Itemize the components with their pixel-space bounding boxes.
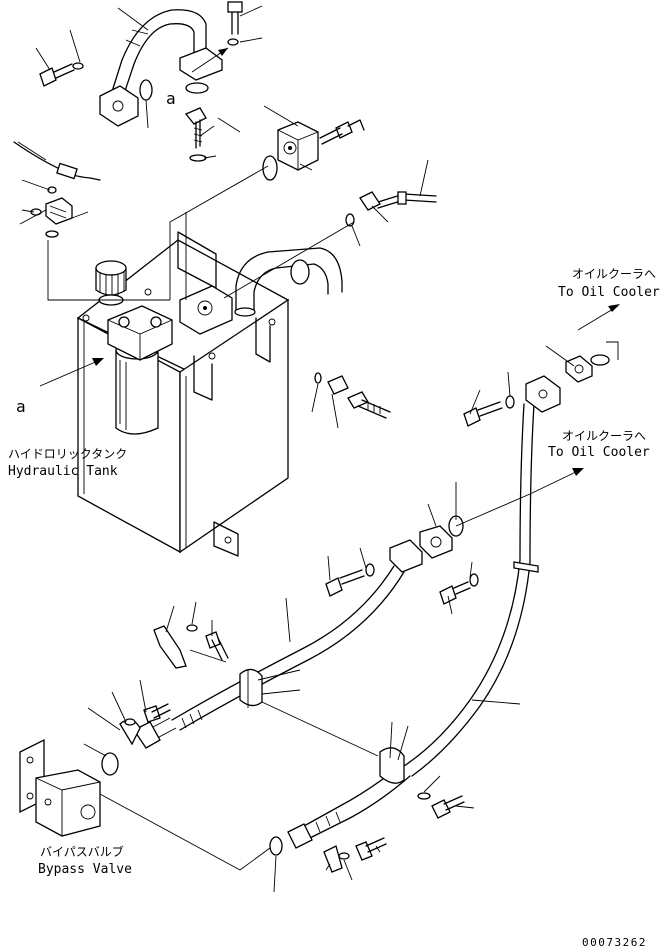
arrow-top-a bbox=[191, 47, 229, 73]
o-ring-top-a bbox=[185, 82, 209, 94]
o-ring-top-pipe bbox=[139, 79, 153, 101]
o-ring-bypass-bottom bbox=[269, 836, 283, 856]
bypass-return-hose bbox=[287, 747, 411, 849]
oil-cooler-mid-label-jp: オイルクーラへ bbox=[562, 429, 646, 443]
level-sensor-wire bbox=[13, 141, 101, 238]
oil-cooler-top-label-en: To Oil Cooler bbox=[558, 285, 660, 300]
bypass-valve-label-jp: バイパスバルブ bbox=[40, 844, 124, 859]
leader-lines bbox=[17, 5, 619, 893]
reference-a-top: a bbox=[166, 89, 176, 108]
bypass-valve bbox=[19, 738, 101, 837]
suction-elbow-hose bbox=[234, 247, 343, 317]
sensor-hose bbox=[345, 191, 437, 227]
hydraulic-tank-label-jp: ハイドロリックタンク bbox=[8, 447, 127, 461]
oil-cooler-line-hose bbox=[403, 403, 539, 777]
oil-cooler-mid-label-en: To Oil Cooler bbox=[548, 445, 650, 460]
reference-a-left: a bbox=[16, 397, 26, 416]
screw-plug bbox=[184, 107, 207, 162]
oil-cooler-bolt-top bbox=[463, 395, 515, 427]
bypass-valve-label-en: Bypass Valve bbox=[38, 862, 132, 877]
lower-right-bolt bbox=[417, 792, 465, 819]
tank-filter-element bbox=[107, 305, 173, 435]
bypass-mount-bolt bbox=[119, 703, 171, 746]
o-ring-elbow bbox=[262, 155, 278, 181]
top-pipe-assembly bbox=[99, 9, 223, 127]
bypass-feed-hose bbox=[133, 539, 423, 749]
clamp-bolt-left bbox=[186, 624, 229, 661]
o-ring-bypass-top bbox=[101, 752, 119, 776]
top-left-bolt bbox=[39, 62, 84, 87]
return-flange-block bbox=[179, 285, 233, 335]
top-right-bolt bbox=[227, 1, 243, 46]
hose-clamp-left bbox=[153, 625, 263, 708]
pressure-line-flange bbox=[419, 515, 464, 559]
tank-side-fittings bbox=[314, 372, 391, 419]
elbow-fitting-block bbox=[277, 119, 365, 171]
hydraulic-tank-label-en: Hydraulic Tank bbox=[8, 464, 118, 479]
clamp-bolt-right bbox=[439, 573, 479, 605]
oil-cooler-flange bbox=[525, 354, 610, 413]
bypass-clamp-bolt bbox=[323, 837, 387, 873]
pressure-line-bolt bbox=[325, 563, 375, 597]
breather-cap bbox=[95, 260, 127, 306]
drawing-number: 00073262 bbox=[582, 936, 647, 949]
arrow-oil-cooler-top bbox=[577, 304, 620, 331]
arrow-oil-cooler-mid bbox=[529, 468, 584, 495]
oil-cooler-top-label-jp: オイルクーラへ bbox=[572, 267, 656, 281]
arrow-left-a bbox=[39, 358, 104, 387]
